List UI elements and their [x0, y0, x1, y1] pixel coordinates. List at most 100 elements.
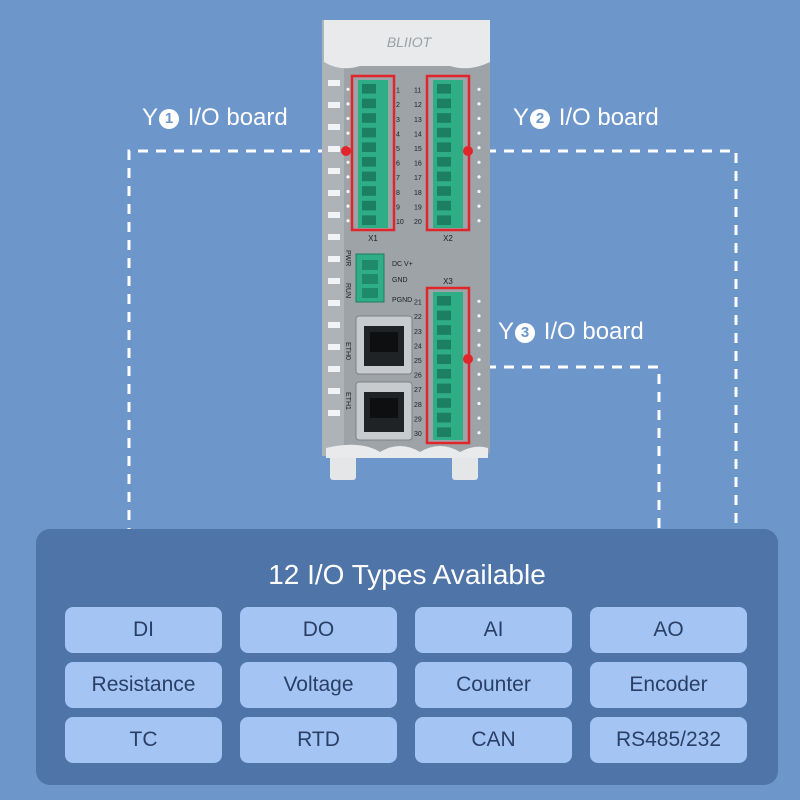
terminal-screw: [437, 186, 451, 196]
terminal-screw: [362, 186, 376, 196]
io-type-ao: AO: [590, 607, 747, 653]
terminal-x1-frame: [350, 74, 396, 232]
terminal-blocks: 1234567891011121314151617181920212223242…: [346, 80, 481, 440]
terminal-pin-label: 11: [414, 88, 421, 95]
terminal-pin-label: 8: [396, 190, 400, 197]
status-led: [346, 204, 350, 208]
terminal-screw: [437, 339, 451, 350]
circled-number-3: 3: [515, 323, 536, 343]
terminal-pin-label: 10: [396, 219, 404, 226]
led-label-pwr: PWR: [344, 250, 351, 266]
terminal-pin-label: 17: [414, 175, 422, 182]
status-led: [477, 131, 481, 135]
terminal-screw: [437, 98, 451, 109]
connector-lines: [127, 149, 738, 532]
status-led: [346, 87, 350, 91]
connector-line-y3: [468, 365, 661, 532]
io-type-do: DO: [240, 607, 397, 653]
terminal-screw: [362, 98, 376, 109]
terminal-screw: [362, 84, 376, 94]
io-type-can: CAN: [415, 717, 572, 763]
device-vent-ribs: [328, 80, 340, 416]
terminal-screw: [362, 127, 376, 138]
eth-label-1: ETH1: [344, 392, 351, 410]
terminal-screw: [437, 84, 451, 94]
power-label-dcv: DC V+: [392, 261, 413, 268]
terminal-pin-label: 24: [414, 343, 422, 350]
status-led: [477, 358, 481, 362]
io-type-voltage: Voltage: [240, 662, 397, 708]
connection-dot-y1: [341, 146, 351, 156]
terminal-pin-label: 14: [414, 131, 422, 138]
io-type-counter: Counter: [415, 662, 572, 708]
terminal-pin-label: 3: [396, 117, 400, 124]
device-top-cap: [324, 20, 490, 69]
connection-dot-y2: [463, 146, 473, 156]
terminal-pin-label: 21: [414, 300, 422, 307]
terminal-screw: [437, 113, 451, 123]
status-led: [477, 160, 481, 164]
status-led: [346, 131, 350, 135]
status-led: [477, 343, 481, 347]
terminal-label-x3: X3: [443, 277, 453, 286]
io-type-di: DI: [65, 607, 222, 653]
connection-dot-y3: [463, 354, 473, 364]
terminal-pin-label: 28: [414, 402, 422, 409]
io-type-resistance: Resistance: [65, 662, 222, 708]
plc-device: 1234567891011121314151617181920212223242…: [322, 20, 490, 480]
terminal-screw: [437, 171, 451, 182]
terminal-screw: [437, 427, 451, 437]
terminal-pin-label: 1: [396, 88, 400, 95]
status-led: [346, 175, 350, 179]
terminal-pin-label: 29: [414, 416, 422, 423]
terminal-screw: [437, 157, 451, 167]
status-led: [477, 416, 481, 420]
terminal-screw: [362, 200, 376, 211]
terminal-pin-label: 18: [414, 190, 422, 197]
connector-line-y2: [468, 149, 738, 532]
status-led: [477, 299, 481, 303]
status-led: [477, 87, 481, 91]
terminal-pin-label: 23: [414, 329, 422, 336]
status-led: [477, 189, 481, 194]
io-type-rtd: RTD: [240, 717, 397, 763]
io-type-encoder: Encoder: [590, 662, 747, 708]
status-led: [477, 431, 481, 435]
circled-number-1: 1: [159, 109, 180, 129]
io-types-panel: 12 I/O Types Available DI DO AI AO Resis…: [36, 529, 778, 785]
terminal-pin-label: 27: [414, 387, 422, 394]
io-type-tc: TC: [65, 717, 222, 763]
terminal-pin-label: 22: [414, 314, 422, 321]
status-led: [477, 219, 481, 223]
terminal-pin-label: 15: [414, 146, 422, 153]
status-led: [477, 146, 481, 150]
terminal-screw: [362, 113, 376, 123]
circled-number-2: 2: [530, 109, 551, 129]
terminal-screw: [437, 398, 451, 408]
status-led: [346, 102, 350, 106]
terminal-screw: [437, 215, 451, 225]
terminal-screw: [437, 354, 451, 364]
terminal-screw: [362, 215, 376, 225]
terminal-pin-label: 5: [396, 146, 400, 153]
status-led: [477, 328, 481, 333]
eth-label-0: ETH0: [344, 342, 351, 360]
terminal-pin-label: 30: [414, 431, 422, 438]
terminal-screw: [437, 142, 451, 152]
connector-line-y1: [127, 149, 346, 532]
terminal-screw: [362, 142, 376, 152]
terminal-pin-label: 4: [396, 131, 400, 138]
terminal-pin-label: 16: [414, 161, 422, 168]
terminal-pin-label: 6: [396, 161, 400, 168]
status-led: [477, 314, 481, 318]
terminal-pin-label: 7: [396, 175, 400, 182]
terminal-x3-frame: [425, 286, 471, 445]
terminal-screw: [437, 310, 451, 321]
status-led: [477, 175, 481, 179]
status-led: [346, 116, 350, 121]
terminal-pin-label: 12: [414, 102, 422, 109]
status-led: [346, 189, 350, 194]
terminal-screw: [362, 157, 376, 167]
